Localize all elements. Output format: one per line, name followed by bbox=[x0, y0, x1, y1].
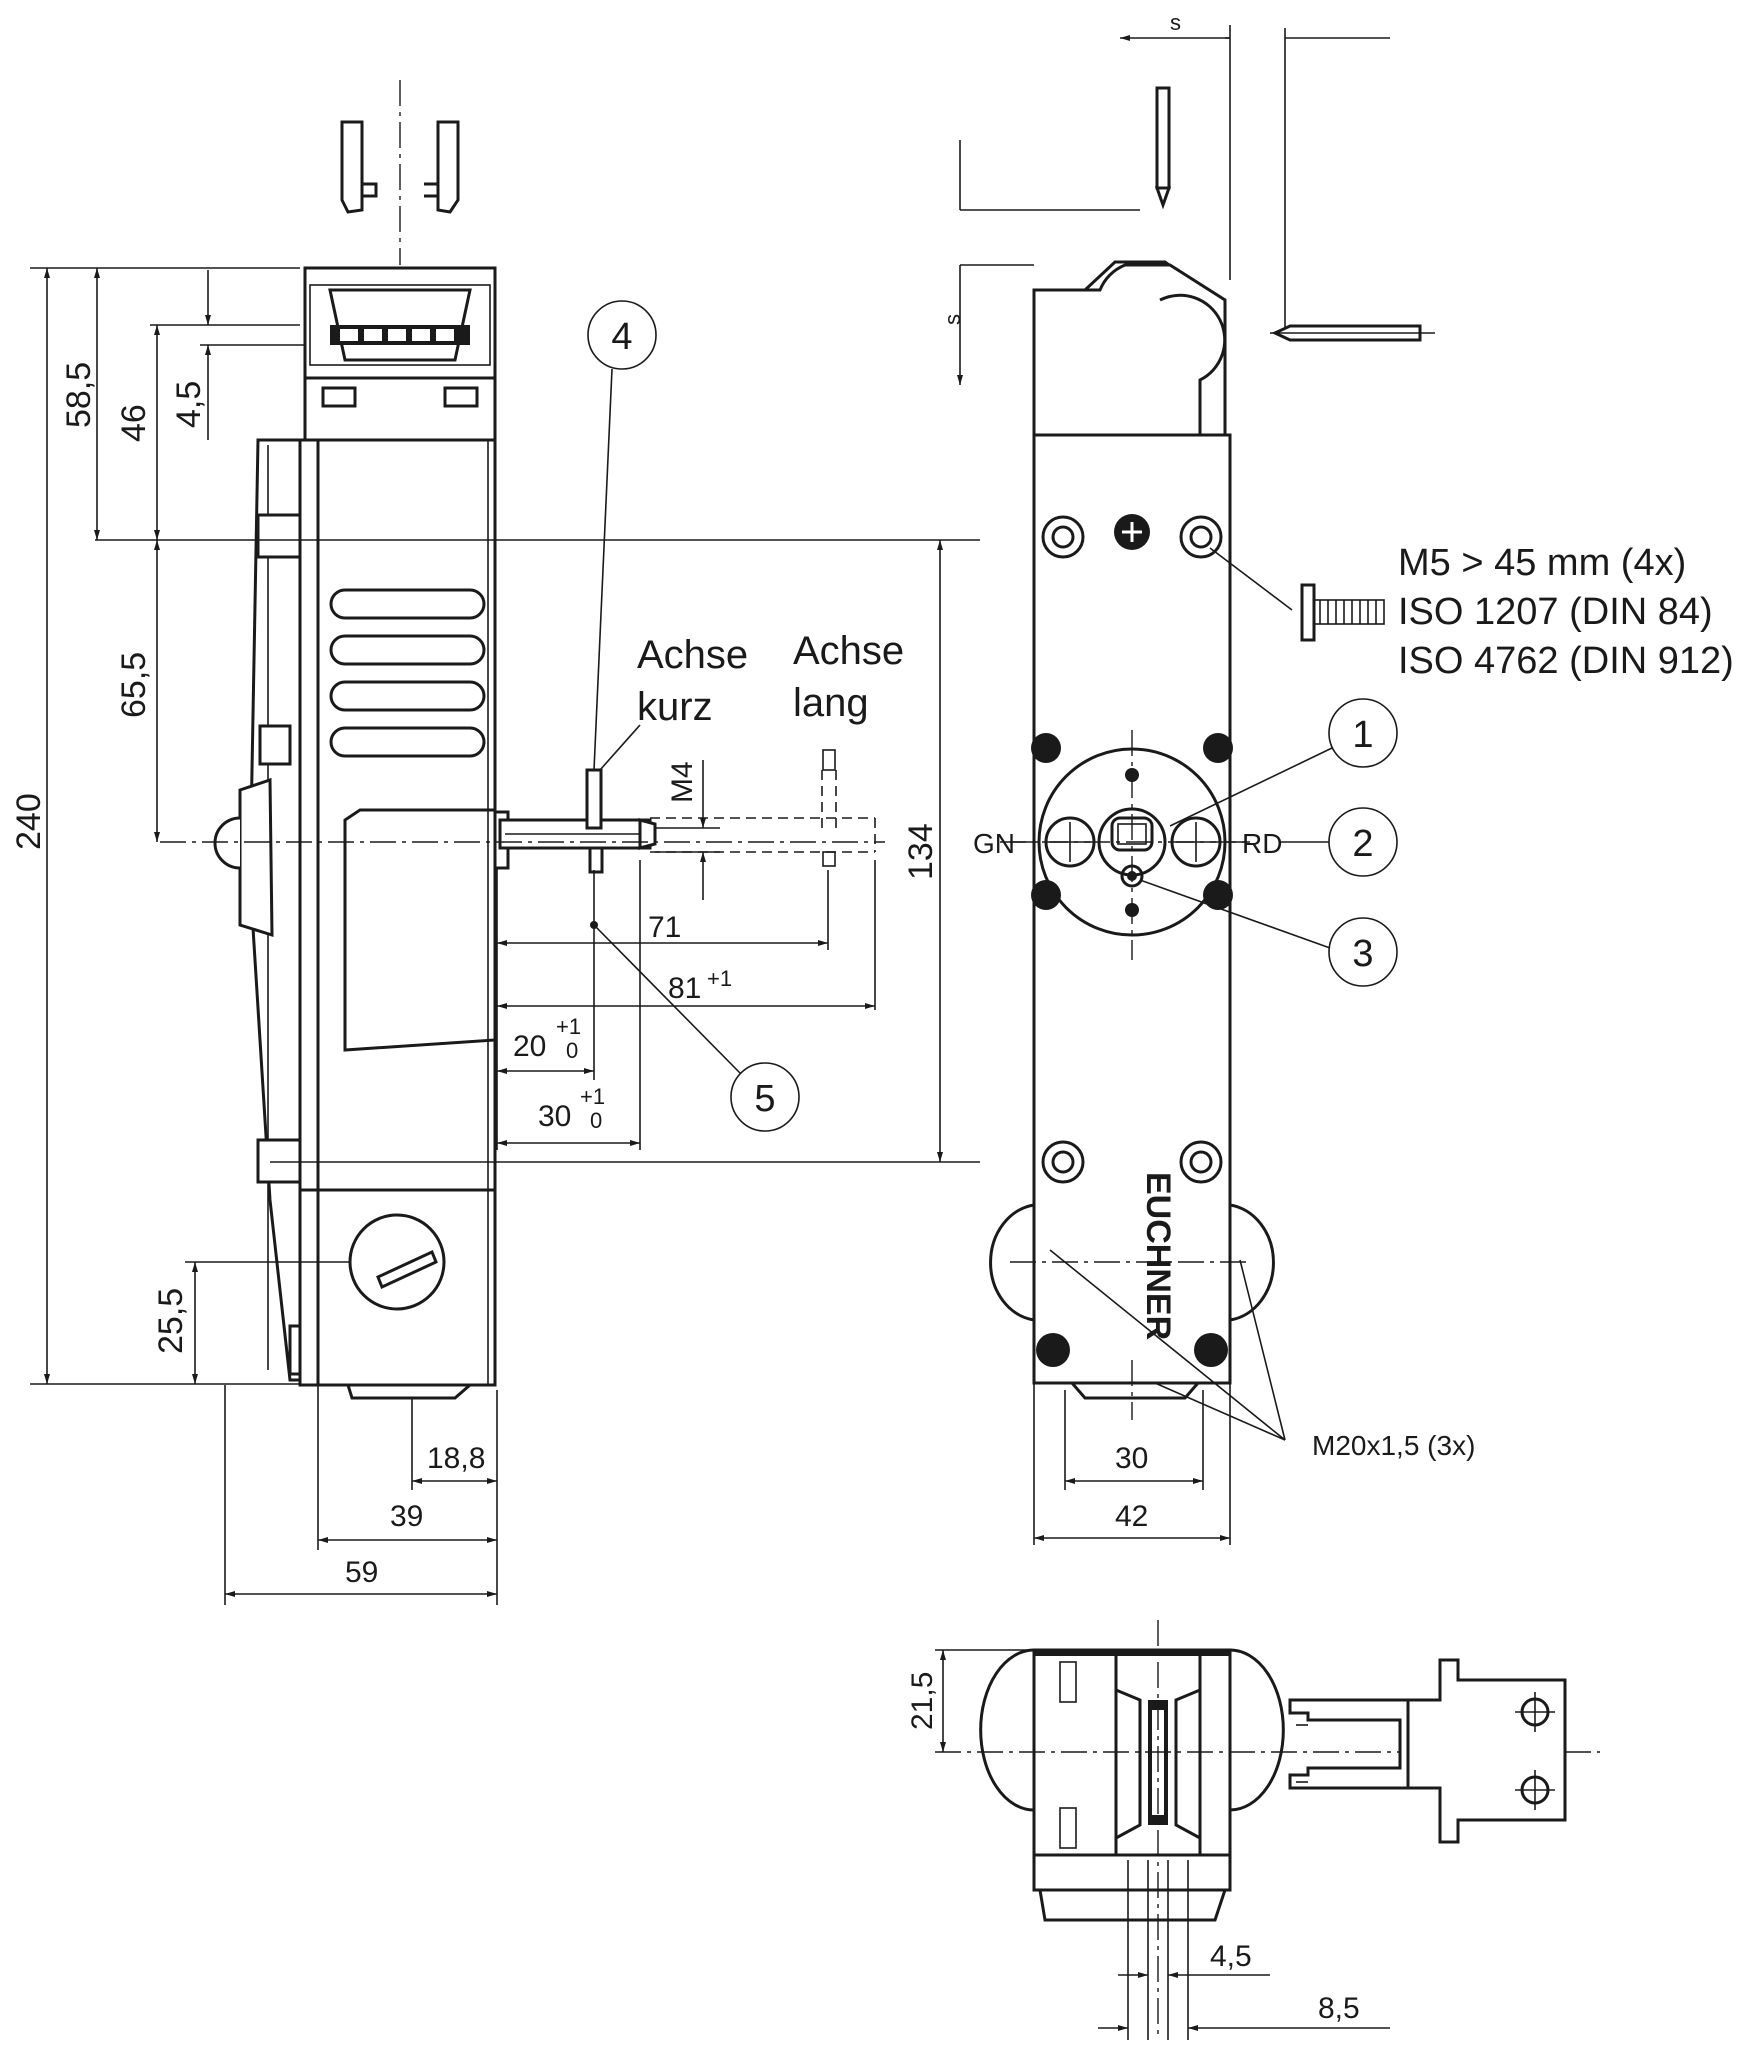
callout-numbers: 1 2 3 4 5 bbox=[611, 316, 1373, 1120]
callout-3-label: 3 bbox=[1352, 933, 1373, 975]
dim-s-side: s bbox=[940, 314, 965, 325]
dim-20-tol-upper: +1 bbox=[556, 1014, 581, 1039]
dim-30-front: 30 bbox=[1115, 1442, 1148, 1475]
dim-20-tol-lower: 0 bbox=[566, 1038, 578, 1063]
side-view bbox=[30, 80, 980, 1605]
head-block bbox=[303, 266, 497, 442]
label-rd: RD bbox=[1242, 828, 1282, 859]
dim-46: 46 bbox=[115, 404, 153, 442]
dim-30-tol-lower: 0 bbox=[590, 1108, 602, 1133]
actuator-finger-right bbox=[436, 120, 460, 214]
achse-lang-line2: lang bbox=[793, 681, 869, 725]
dim-81: 81 bbox=[668, 972, 701, 1005]
dim-8-5: 8,5 bbox=[1318, 1992, 1360, 2025]
thread-spec: M20x1,5 (3x) bbox=[1312, 1430, 1475, 1461]
callout-5-label: 5 bbox=[754, 1078, 775, 1120]
screw-spec-line1: M5 > 45 mm (4x) bbox=[1398, 542, 1686, 584]
achse-kurz-line1: Achse bbox=[637, 633, 748, 677]
callout-1-label: 1 bbox=[1352, 714, 1373, 756]
dim-39: 39 bbox=[390, 1500, 423, 1533]
dim-59: 59 bbox=[345, 1556, 378, 1589]
dim-134: 134 bbox=[902, 823, 940, 880]
callout-5 bbox=[730, 1062, 800, 1132]
dim-81-tolerance: +1 bbox=[707, 966, 732, 991]
dim-42: 42 bbox=[1115, 1500, 1148, 1533]
callout-4 bbox=[587, 300, 657, 370]
dim-18-8: 18,8 bbox=[427, 1442, 485, 1475]
dim-240: 240 bbox=[10, 793, 48, 850]
actuator-finger-left bbox=[340, 120, 364, 214]
front-view: EUCHNER bbox=[957, 25, 1435, 1545]
callout-3 bbox=[1328, 917, 1398, 987]
callout-4-label: 4 bbox=[611, 316, 632, 358]
screw-spec-line2: ISO 1207 (DIN 84) bbox=[1398, 591, 1713, 633]
dim-65-5: 65,5 bbox=[115, 652, 153, 718]
main-body bbox=[298, 438, 497, 1387]
achse-kurz-line2: kurz bbox=[637, 685, 713, 729]
label-gn: GN bbox=[973, 828, 1015, 859]
achse-lang-line1: Achse bbox=[793, 629, 904, 673]
brand-logo: EUCHNER bbox=[1139, 1172, 1177, 1340]
dim-30-tol-upper: +1 bbox=[580, 1084, 605, 1109]
dim-21-5: 21,5 bbox=[906, 1672, 939, 1730]
dim-25-5: 25,5 bbox=[152, 1288, 190, 1354]
top-view bbox=[935, 1620, 1600, 2040]
dim-58-5: 58,5 bbox=[60, 362, 98, 428]
dimension-labels: 240 58,5 46 4,5 65,5 25,5 134 M4 71 81 +… bbox=[10, 10, 1360, 2025]
callout-2-label: 2 bbox=[1352, 823, 1373, 865]
callout-1 bbox=[1328, 698, 1398, 768]
screw-spec-line3: ISO 4762 (DIN 912) bbox=[1398, 640, 1734, 682]
dim-m4: M4 bbox=[666, 761, 699, 803]
dim-20: 20 bbox=[513, 1030, 546, 1063]
dim-4-5-horizontal: 4,5 bbox=[1210, 1940, 1252, 1973]
dim-30: 30 bbox=[538, 1100, 571, 1133]
dim-71: 71 bbox=[648, 911, 681, 944]
dim-4-5-vertical: 4,5 bbox=[170, 381, 208, 428]
annotation-labels: Achse kurz Achse lang GN RD M5 > 45 mm (… bbox=[637, 542, 1734, 1461]
dim-s-top: s bbox=[1170, 10, 1181, 35]
